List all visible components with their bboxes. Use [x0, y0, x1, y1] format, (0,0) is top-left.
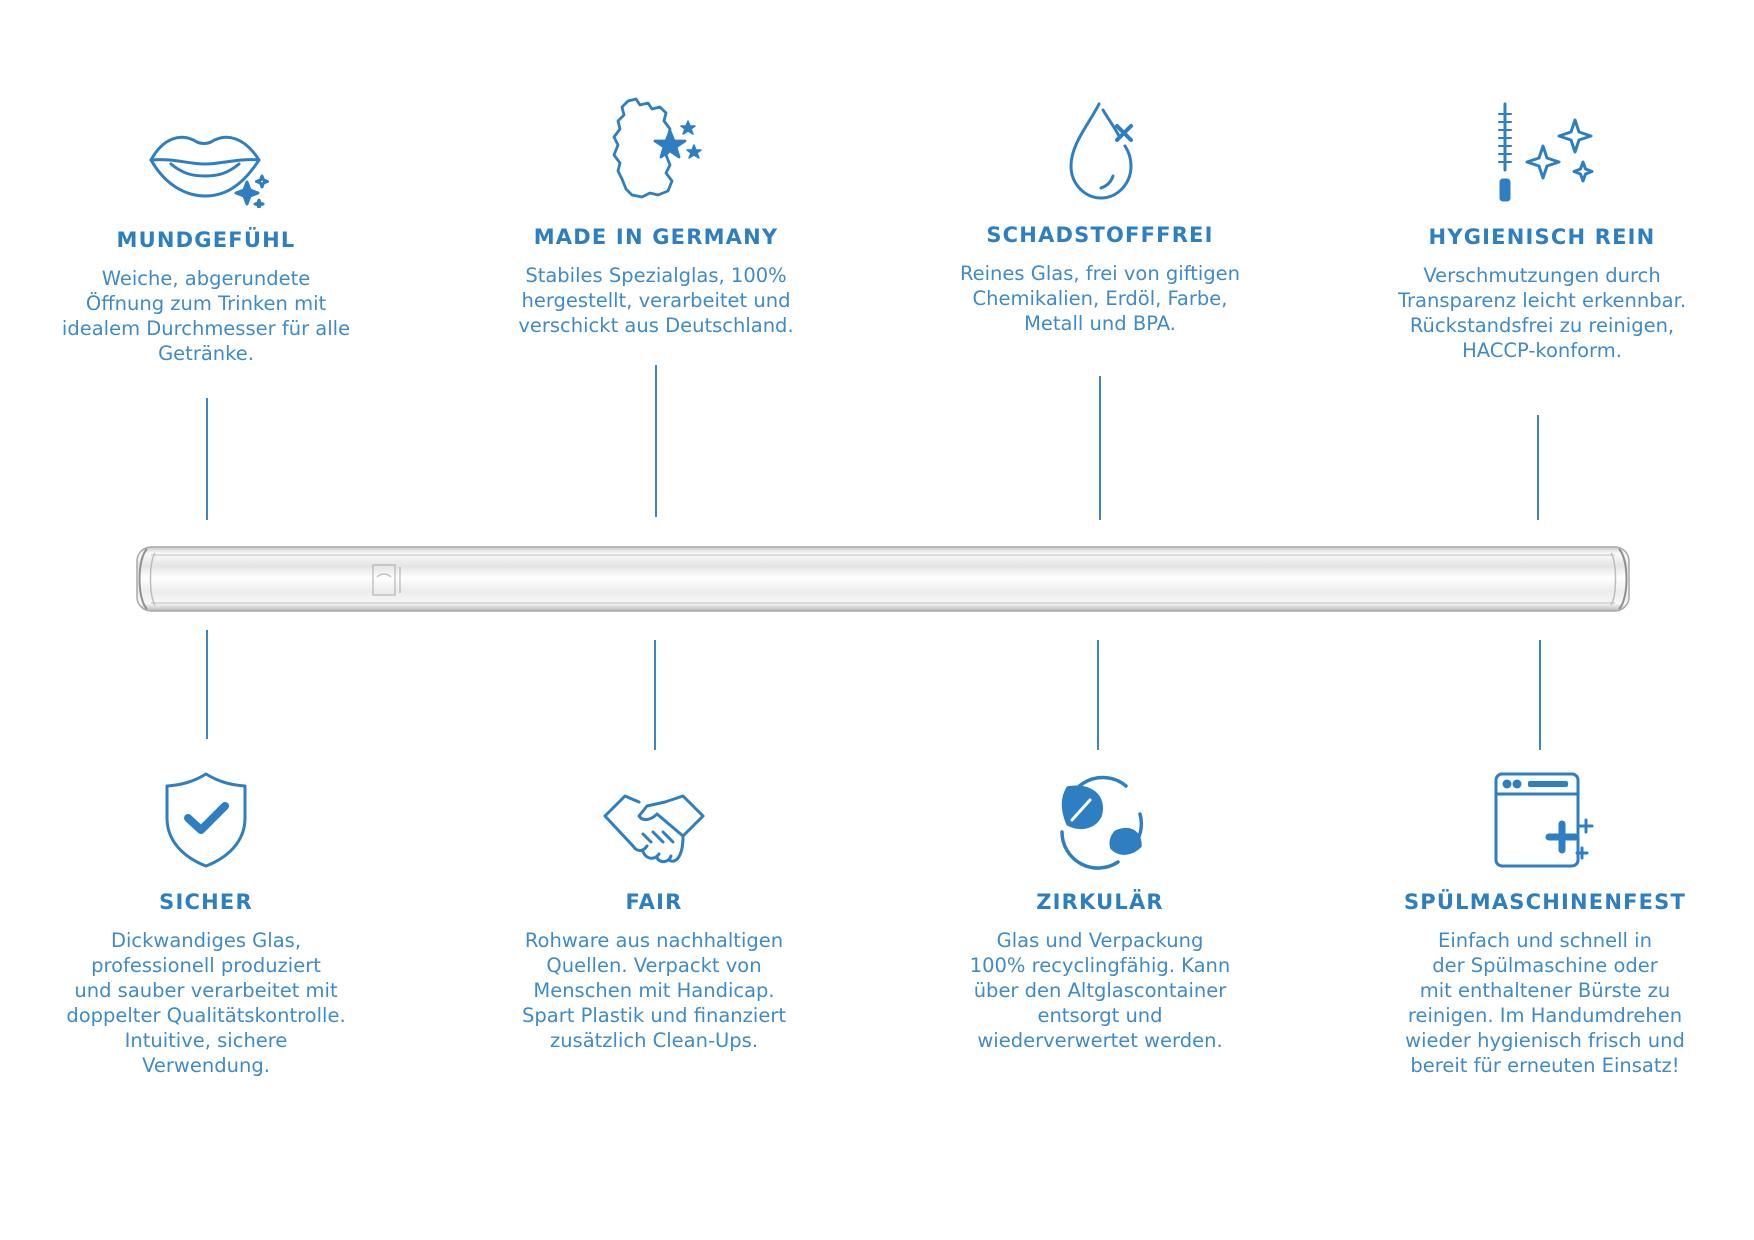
connector-line	[1099, 376, 1101, 520]
feature-title: MADE IN GERMANY	[533, 225, 779, 249]
connector-line	[655, 365, 657, 517]
connector-line	[1097, 640, 1099, 750]
feature-schadstofffrei: SCHADSTOFFFREI Reines Glas, frei von gif…	[920, 98, 1280, 336]
recycle-leaf-icon	[1060, 775, 1144, 870]
feature-description: Rohware aus nachhaltigen Quellen. Verpac…	[522, 929, 786, 1052]
dishwasher-icon	[1494, 772, 1594, 868]
feature-description: Reines Glas, frei von giftigen Chemikali…	[959, 262, 1241, 335]
feature-description: Einfach und schnell in der Spülmaschine …	[1405, 929, 1685, 1077]
feature-title: MUNDGEFÜHL	[116, 228, 296, 252]
feature-title: SCHADSTOFFFREI	[986, 223, 1214, 247]
feature-mundgefuehl: MUNDGEFÜHL Weiche, abgerundete Öffnung z…	[26, 118, 386, 366]
feature-description: Stabiles Spezialglas, 100% hergestellt, …	[518, 264, 794, 337]
feature-title: HYGIENISCH REIN	[1428, 225, 1656, 249]
feature-title: SICHER	[159, 890, 253, 914]
lips-sparkle-icon	[149, 136, 269, 208]
straw-logo-mark	[372, 564, 401, 596]
drop-cross-icon	[1069, 102, 1133, 200]
feature-description: Dickwandiges Glas, professionell produzi…	[66, 929, 346, 1077]
connector-line	[206, 398, 208, 520]
feature-title: SPÜLMASCHINENFEST	[1403, 890, 1687, 914]
feature-fair: FAIR Rohware aus nachhaltigen Quellen. V…	[474, 770, 834, 1053]
glass-straw	[136, 546, 1630, 612]
shield-check-icon	[165, 772, 247, 868]
feature-description: Glas und Verpackung 100% recyclingfähig.…	[969, 929, 1231, 1052]
connector-line	[206, 630, 208, 739]
connector-line	[654, 640, 656, 750]
feature-sicher: SICHER Dickwandiges Glas, professionell …	[26, 770, 386, 1078]
handshake-icon	[603, 794, 705, 864]
feature-zirkulaer: ZIRKULÄR Glas und Verpackung 100% recycl…	[920, 770, 1280, 1053]
connector-line	[1537, 415, 1539, 520]
feature-description: Verschmutzungen durch Transparenz leicht…	[1397, 264, 1687, 362]
brush-sparkle-icon	[1498, 102, 1594, 202]
germany-map-stars-icon	[612, 97, 702, 199]
feature-hygienisch-rein: HYGIENISCH REIN Verschmutzungen durch Tr…	[1362, 100, 1722, 363]
feature-spuelmaschinenfest: SPÜLMASCHINENFEST Einfach und schnell in…	[1365, 770, 1725, 1078]
feature-made-in-germany: MADE IN GERMANY Stabiles Spezialglas, 10…	[476, 95, 836, 338]
feature-description: Weiche, abgerundete Öffnung zum Trinken …	[61, 267, 351, 365]
connector-line	[1539, 640, 1541, 750]
feature-title: ZIRKULÄR	[1036, 890, 1164, 914]
feature-title: FAIR	[625, 890, 683, 914]
